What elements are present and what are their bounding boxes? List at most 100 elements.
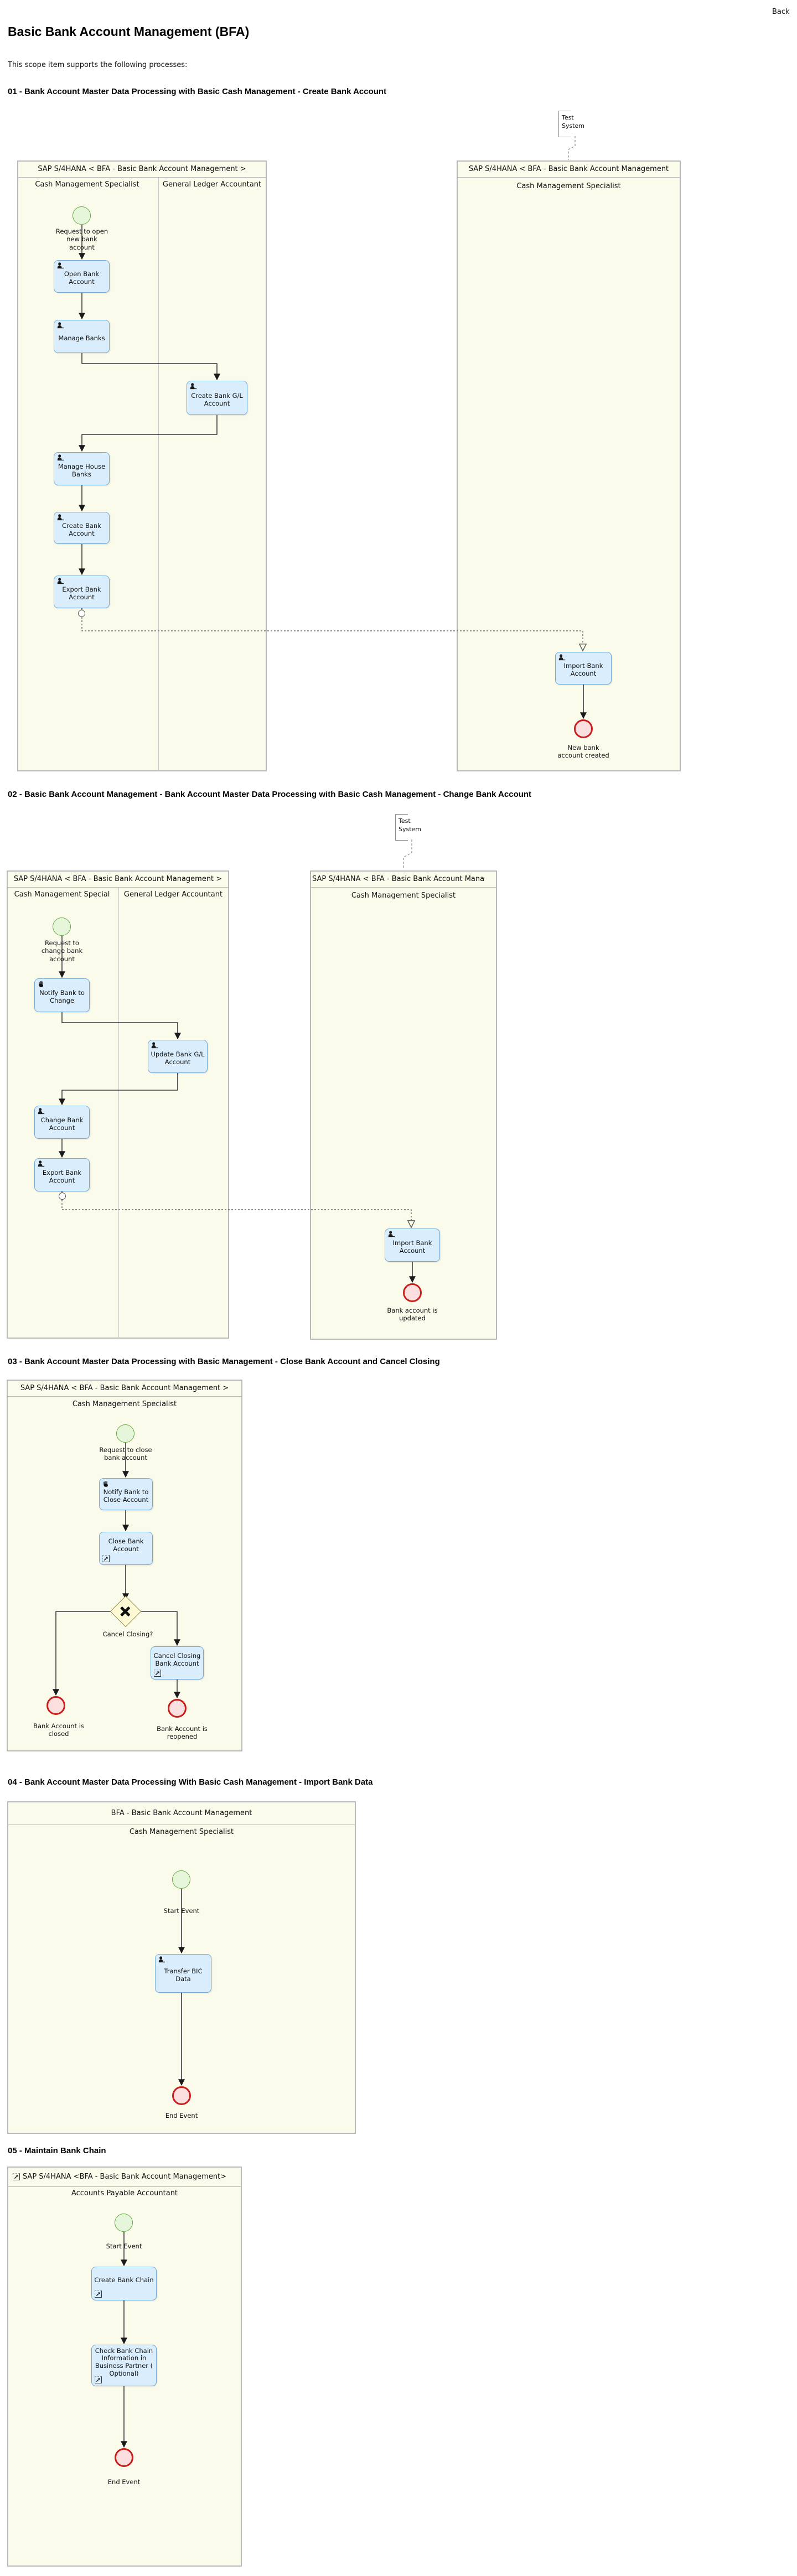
link-icon (95, 2376, 102, 2383)
lane-divider (118, 887, 119, 1339)
link-icon (13, 2173, 20, 2180)
end-event-d5 (115, 2448, 133, 2467)
task-transfer-bic-data[interactable]: Transfer BIC Data (155, 1954, 211, 1993)
task-label: Notify Bank to Close Account (103, 1487, 149, 1504)
annotation-test-system-d2: Test System (395, 814, 421, 841)
intro-text: This scope item supports the following p… (8, 61, 188, 69)
link-icon (95, 2290, 102, 2298)
event-label: Request to close bank account (99, 1446, 152, 1462)
pool-title: SAP S/4HANA <BFA - Basic Bank Account Ma… (8, 2168, 241, 2187)
annotation-line-d1 (568, 136, 576, 160)
task-create-bank-gl-account[interactable]: Create Bank G/L Account (187, 381, 247, 415)
end-event-d4 (172, 2086, 191, 2105)
task-export-bank-account-d2[interactable]: Export Bank Account (34, 1158, 90, 1191)
heading-01: 01 - Bank Account Master Data Processing… (8, 87, 387, 96)
task-manage-house-banks[interactable]: Manage House Banks (54, 452, 110, 485)
task-label: Manage Banks (58, 334, 105, 342)
event-label: Bank Account is reopened (157, 1725, 208, 1741)
task-check-bank-chain[interactable]: Check Bank Chain Information in Business… (91, 2345, 157, 2386)
task-label: Export Bank Account (62, 585, 101, 601)
lane-label-cash-d4: Cash Management Specialist (129, 1828, 234, 1836)
back-link[interactable]: Back (772, 8, 790, 16)
event-label: Bank account is updated (387, 1307, 438, 1323)
hand-icon (38, 981, 44, 987)
annotation-line-d2 (403, 839, 412, 869)
start-event-d4 (172, 1870, 190, 1889)
heading-04: 04 - Bank Account Master Data Processing… (8, 1777, 373, 1787)
task-manage-banks[interactable]: Manage Banks (54, 320, 110, 353)
message-event-d2 (59, 1193, 66, 1200)
pool-title: SAP S/4HANA < BFA - Basic Bank Account M… (311, 872, 496, 888)
user-icon (57, 578, 64, 584)
start-event-d5 (115, 2214, 133, 2232)
task-label: Transfer BIC Data (164, 1967, 203, 1983)
task-cancel-closing-bank-account[interactable]: Cancel Closing Bank Account (151, 1646, 204, 1680)
user-icon (38, 1160, 45, 1167)
message-event-d1 (78, 610, 85, 617)
user-icon (388, 1231, 395, 1237)
task-change-bank-account[interactable]: Change Bank Account (34, 1106, 90, 1139)
link-icon (102, 1555, 110, 1562)
task-label: Create Bank Chain (94, 2276, 154, 2284)
lane-label-cash-d2: Cash Management Special (14, 890, 110, 899)
pool-d2-sap-right: SAP S/4HANA < BFA - Basic Bank Account M… (310, 870, 497, 1340)
event-label: End Event (165, 2112, 198, 2119)
lane-label-gl-d2: General Ledger Accountant (123, 890, 223, 899)
start-event-d1 (73, 206, 91, 225)
user-icon (558, 654, 566, 661)
page-title: Basic Bank Account Management (BFA) (8, 24, 250, 39)
task-label: Create Bank Account (62, 521, 101, 537)
pool-d2-sap: SAP S/4HANA < BFA - Basic Bank Account M… (7, 870, 229, 1339)
pool-title: SAP S/4HANA < BFA - Basic Bank Account M… (18, 162, 266, 178)
lane-label-gl-d1: General Ledger Accountant (162, 180, 262, 189)
lane-label-cash-d2r: Cash Management Specialist (351, 892, 456, 900)
task-notify-bank-to-close[interactable]: Notify Bank to Close Account (99, 1478, 153, 1510)
pool-title: SAP S/4HANA < BFA - Basic Bank Account M… (8, 1381, 241, 1397)
annotation-text: Test System (398, 817, 422, 833)
pool-title: SAP S/4HANA < BFA - Basic Bank Account M… (8, 872, 228, 888)
hand-icon (102, 1480, 109, 1487)
task-label: Check Bank Chain Information in Business… (95, 2346, 153, 2377)
user-icon (190, 383, 197, 390)
task-label: Open Bank Account (64, 270, 100, 286)
start-event-d2 (53, 918, 71, 936)
task-label: Notify Bank to Change (39, 989, 85, 1004)
task-label: Manage House Banks (58, 462, 106, 478)
task-create-bank-account[interactable]: Create Bank Account (54, 512, 110, 544)
event-label: Start Event (163, 1907, 200, 1915)
lane-label-cash-d1: Cash Management Specialist (35, 180, 139, 189)
link-icon (154, 1670, 161, 1677)
end-event-d2 (403, 1283, 422, 1302)
task-import-bank-account-d2[interactable]: Import Bank Account (385, 1229, 440, 1262)
task-label: Cancel Closing Bank Account (153, 1651, 201, 1667)
task-create-bank-chain[interactable]: Create Bank Chain (91, 2267, 157, 2300)
user-icon (57, 322, 64, 329)
end-event-d3-reopened (168, 1699, 187, 1718)
task-open-bank-account[interactable]: Open Bank Account (54, 260, 110, 293)
heading-03: 03 - Bank Account Master Data Processing… (8, 1357, 440, 1366)
task-label: Close Bank Account (108, 1537, 144, 1553)
task-label: Change Bank Account (40, 1116, 84, 1132)
task-update-bank-gl-account[interactable]: Update Bank G/L Account (148, 1040, 208, 1073)
user-icon (151, 1042, 158, 1049)
task-label: Update Bank G/L Account (151, 1050, 205, 1066)
event-label: End Event (107, 2478, 141, 2486)
gateway-label: Cancel Closing? (102, 1630, 153, 1638)
event-label: Start Event (106, 2242, 142, 2250)
task-close-bank-account[interactable]: Close Bank Account (99, 1532, 153, 1565)
task-label: Export Bank Account (42, 1168, 82, 1184)
event-label: Request to change bank account (41, 939, 83, 963)
heading-02: 02 - Basic Bank Account Management - Ban… (8, 790, 532, 799)
lane-label-apa-d5: Accounts Payable Accountant (71, 2189, 178, 2197)
annotation-text: Test System (562, 114, 585, 130)
pool-title: BFA - Basic Bank Account Management (8, 1802, 355, 1825)
task-export-bank-account-d1[interactable]: Export Bank Account (54, 576, 110, 608)
user-icon (158, 1956, 165, 1963)
task-label: Import Bank Account (392, 1238, 432, 1255)
task-import-bank-account-d1[interactable]: Import Bank Account (555, 652, 612, 685)
pool-title: SAP S/4HANA < BFA - Basic Bank Account M… (458, 162, 680, 178)
end-event-d1 (574, 719, 593, 738)
lane-label-cash-d3: Cash Management Specialist (72, 1400, 177, 1408)
task-notify-bank-to-change[interactable]: Notify Bank to Change (34, 978, 90, 1012)
